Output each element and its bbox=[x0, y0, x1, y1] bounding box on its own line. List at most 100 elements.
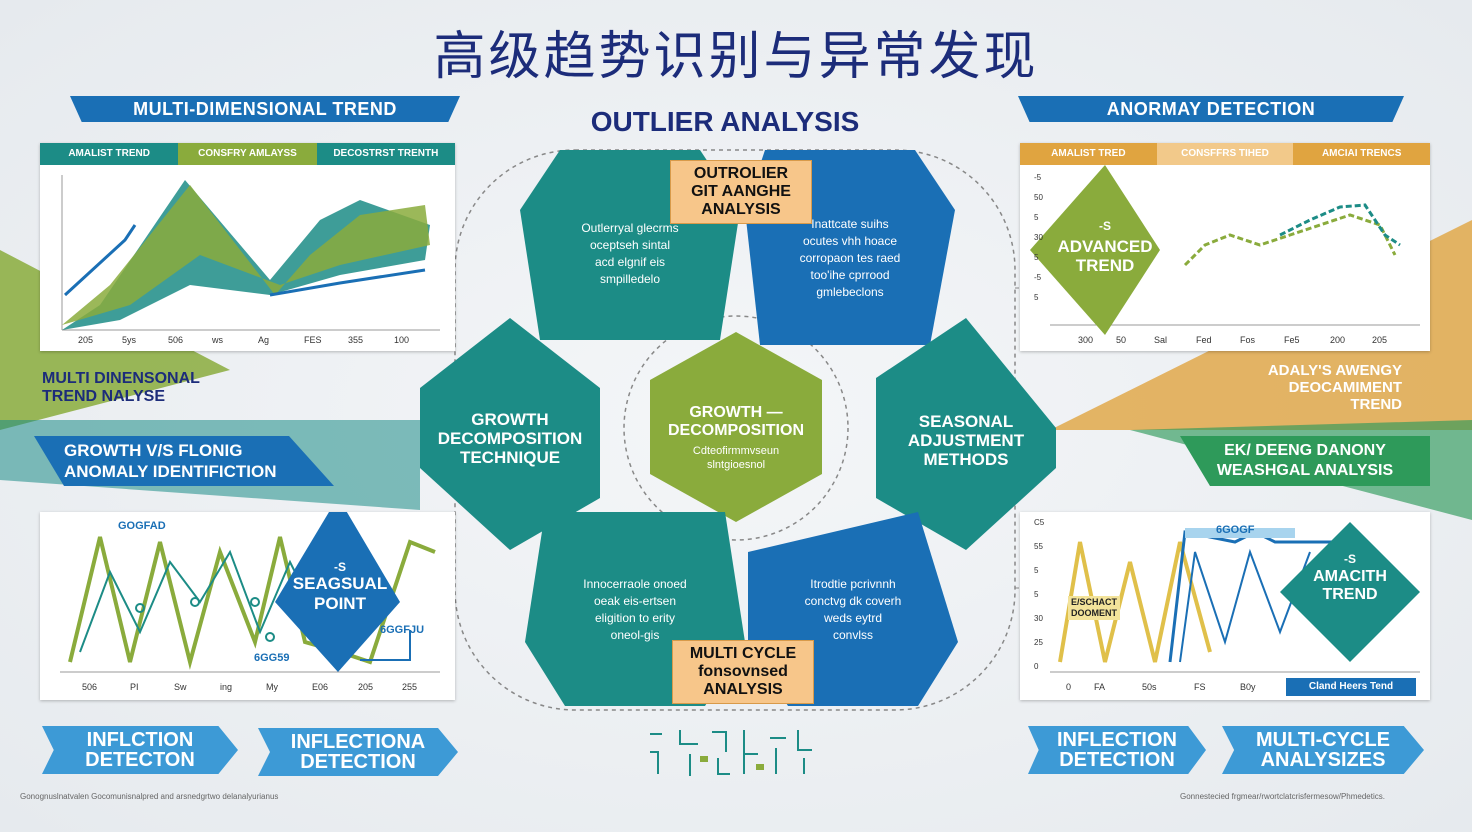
y-tick: -5 bbox=[1034, 273, 1042, 282]
x-tick: 0 bbox=[1066, 682, 1072, 692]
x-tick: 205 bbox=[1372, 335, 1388, 345]
y-tick: 5 bbox=[1034, 253, 1039, 262]
x-tick: 50s bbox=[1142, 682, 1157, 692]
right-panel-1-yticks: -5 50 5 30 5 -5 5 bbox=[1034, 173, 1048, 333]
hex-text: Innocerraole onoed oeak eis-ertsen eligi… bbox=[583, 577, 687, 642]
tab-consffrs-tihed[interactable]: CONSFFRS TIHED bbox=[1156, 143, 1294, 165]
right-ribbon-2: EK/ DEENG DANONY WEASHGAL ANALYSIS bbox=[1180, 436, 1430, 486]
inflection-detection-button-right[interactable]: INFLECTION DETECTION bbox=[1028, 726, 1206, 774]
x-tick: Sw bbox=[174, 682, 187, 692]
chart-label: 6GGFJU bbox=[380, 624, 425, 636]
x-tick: 255 bbox=[402, 682, 418, 692]
right-chart-panel-1: AMALIST TRED CONSFFRS TIHED AMCIAI TRENC… bbox=[1020, 143, 1431, 351]
right-side-label: ADALY'S AWENGY DEOCAMIMENT TREND bbox=[1267, 362, 1402, 413]
left-panel-2-diamond-label: SEAGSUAL POINT bbox=[292, 574, 388, 613]
hex-label: GROWTH DECOMPOSITION TECHNIQUE bbox=[437, 410, 583, 467]
right-scatter-chart bbox=[1030, 165, 1420, 335]
x-tick: Sal bbox=[1154, 335, 1168, 345]
x-tick: Fos bbox=[1240, 335, 1256, 345]
x-tick: 355 bbox=[348, 335, 364, 345]
right-panel-1-xticks: 300 50 Sal Fed Fos Fe5 200 205 bbox=[1020, 335, 1430, 347]
right-panel-2-legend: Cland Heers Tend bbox=[1286, 678, 1416, 696]
left-side-label: MULTI DINENSONAL TREND NALYSE bbox=[42, 370, 200, 405]
tab-amalist-tred[interactable]: AMALIST TRED bbox=[1020, 143, 1157, 165]
y-tick: -5 bbox=[1034, 173, 1042, 182]
y-tick: 0 bbox=[1034, 662, 1039, 671]
inflection-detection-button-left[interactable]: INFLCTION DETECTON bbox=[42, 726, 238, 774]
tab-consfry-amlayss[interactable]: CONSFRY AMLAYSS bbox=[178, 143, 317, 165]
x-tick: 205 bbox=[358, 682, 374, 692]
y-tick: 5 bbox=[1034, 566, 1039, 575]
right-ribbon-title: ANORMAY DETECTION bbox=[1018, 96, 1404, 122]
chart-label: E/SCHACT DOOMENT bbox=[1068, 596, 1121, 620]
right-panel-1-diamond-prefix: -S bbox=[1099, 219, 1111, 233]
x-tick: FA bbox=[1094, 682, 1106, 692]
y-tick: 5 bbox=[1034, 293, 1039, 302]
x-tick: 506 bbox=[168, 335, 184, 345]
right-panel-2-diamond-prefix: -S bbox=[1344, 552, 1356, 566]
hex-text: Outlerryal glecrms oceptseh sintal acd e… bbox=[581, 221, 679, 286]
hex-growth-decomposition[interactable]: GROWTH — DECOMPOSITION Cdteofirmmvseun s… bbox=[650, 332, 822, 522]
right-footer-note: Gonnestecied frgmear/rwortclatcrisfermes… bbox=[1180, 792, 1385, 801]
x-tick: 205 bbox=[78, 335, 94, 345]
page-title: 高级趋势识别与异常发现 bbox=[433, 27, 1039, 87]
right-chart-panel-2: -S AMACITH TREND 6GOGF E/SCHACT DOOMENT … bbox=[1020, 512, 1430, 700]
x-tick: 50 bbox=[1116, 335, 1127, 345]
x-tick: E06 bbox=[312, 682, 329, 692]
left-area-chart bbox=[61, 175, 440, 331]
y-tick: 55 bbox=[1034, 542, 1043, 551]
outlier-analysis-tag: OUTROLIER GIT AANGHE ANALYSIS bbox=[670, 160, 812, 224]
x-tick: My bbox=[266, 682, 278, 692]
y-tick: 25 bbox=[1034, 638, 1043, 647]
x-tick: B0y bbox=[1240, 682, 1256, 692]
chart-label: 6GOGF bbox=[1216, 524, 1255, 536]
x-tick: 506 bbox=[82, 682, 98, 692]
chart-label: 6GG59 bbox=[254, 652, 290, 664]
hex-text: Itrodtie pcrivnnh conctvg dk coverh weds… bbox=[804, 577, 902, 642]
center-heading: OUTLIER ANALYSIS bbox=[590, 106, 860, 137]
multi-cycle-analysis-button[interactable]: MULTI-CYCLE ANALYSIZES bbox=[1222, 726, 1424, 774]
tab-amciai-trencs[interactable]: AMCIAI TRENCS bbox=[1293, 143, 1431, 165]
chart-label: GOGFAD bbox=[118, 520, 166, 532]
hex-seasonal-adjustment[interactable]: SEASONAL ADJUSTMENT METHODS bbox=[876, 318, 1056, 550]
left-line-chart bbox=[60, 512, 440, 673]
right-panel-2-xticks: 0 FA 50s FS B0y bbox=[1020, 682, 1280, 694]
hex-growth-decomposition-technique[interactable]: GROWTH DECOMPOSITION TECHNIQUE bbox=[420, 318, 600, 550]
x-tick: ws bbox=[212, 335, 223, 345]
multi-cycle-analysis-tag: MULTI CYCLE fonsovnsed ANALYSIS bbox=[672, 640, 814, 704]
left-footer-note: Gonognuslnatvalen Gocomunisnalpred and a… bbox=[20, 792, 279, 801]
hex-label: SEASONAL ADJUSTMENT METHODS bbox=[907, 412, 1025, 469]
hex-text: Inattcate suihs ocutes vhh hoace corropa… bbox=[799, 217, 901, 299]
x-tick: FS bbox=[1194, 682, 1206, 692]
y-tick: 30 bbox=[1034, 233, 1043, 242]
x-tick: 100 bbox=[394, 335, 410, 345]
right-line-chart bbox=[1050, 522, 1420, 673]
left-ribbon-title: MULTI-DIMENSIONAL TREND bbox=[70, 96, 460, 122]
left-chart-panel-2: -S SEAGSUAL POINT GOGFAD 6GGFJU 6GG59 50… bbox=[40, 512, 455, 700]
right-panel-2-diamond-label: AMACITH TREND bbox=[1313, 568, 1387, 603]
right-panel-1-diamond-label: ADVANCED TREND bbox=[1057, 237, 1153, 275]
decorative-glyphs-icon bbox=[650, 730, 812, 776]
left-chart-panel-1: AMALIST TREND CONSFRY AMLAYSS DECOSTRST … bbox=[40, 143, 455, 351]
right-panel-1-tabs: AMALIST TRED CONSFFRS TIHED AMCIAI TRENC… bbox=[1020, 143, 1431, 165]
tab-amalist-trend[interactable]: AMALIST TREND bbox=[40, 143, 179, 165]
y-tick: C5 bbox=[1034, 518, 1045, 527]
left-ribbon-2: GROWTH V/S FLONIG ANOMALY IDENTIFICTION bbox=[34, 436, 334, 486]
y-tick: 5 bbox=[1034, 590, 1039, 599]
x-tick: 200 bbox=[1330, 335, 1346, 345]
left-panel-2-xticks: 506 PI Sw ing My E06 205 255 bbox=[40, 682, 455, 694]
x-tick: 300 bbox=[1078, 335, 1094, 345]
left-panel-2-diamond-prefix: -S bbox=[334, 560, 346, 574]
x-tick: Fe5 bbox=[1284, 335, 1300, 345]
y-tick: 30 bbox=[1034, 614, 1043, 623]
left-panel-1-tabs: AMALIST TREND CONSFRY AMLAYSS DECOSTRST … bbox=[40, 143, 455, 165]
x-tick: ing bbox=[220, 682, 233, 692]
y-tick: 5 bbox=[1034, 213, 1039, 222]
y-tick: 50 bbox=[1034, 193, 1043, 202]
x-tick: Fed bbox=[1196, 335, 1212, 345]
x-tick: FES bbox=[304, 335, 322, 345]
tab-decostrst-trenth[interactable]: DECOSTRST TRENTH bbox=[316, 143, 455, 165]
inflection-detection-button-2[interactable]: INFLECTIONA DETECTION bbox=[258, 728, 458, 776]
hex-label: GROWTH — DECOMPOSITION bbox=[667, 404, 804, 439]
left-panel-1-xticks: 205 5ys 506 ws Ag FES 355 100 bbox=[40, 335, 455, 347]
